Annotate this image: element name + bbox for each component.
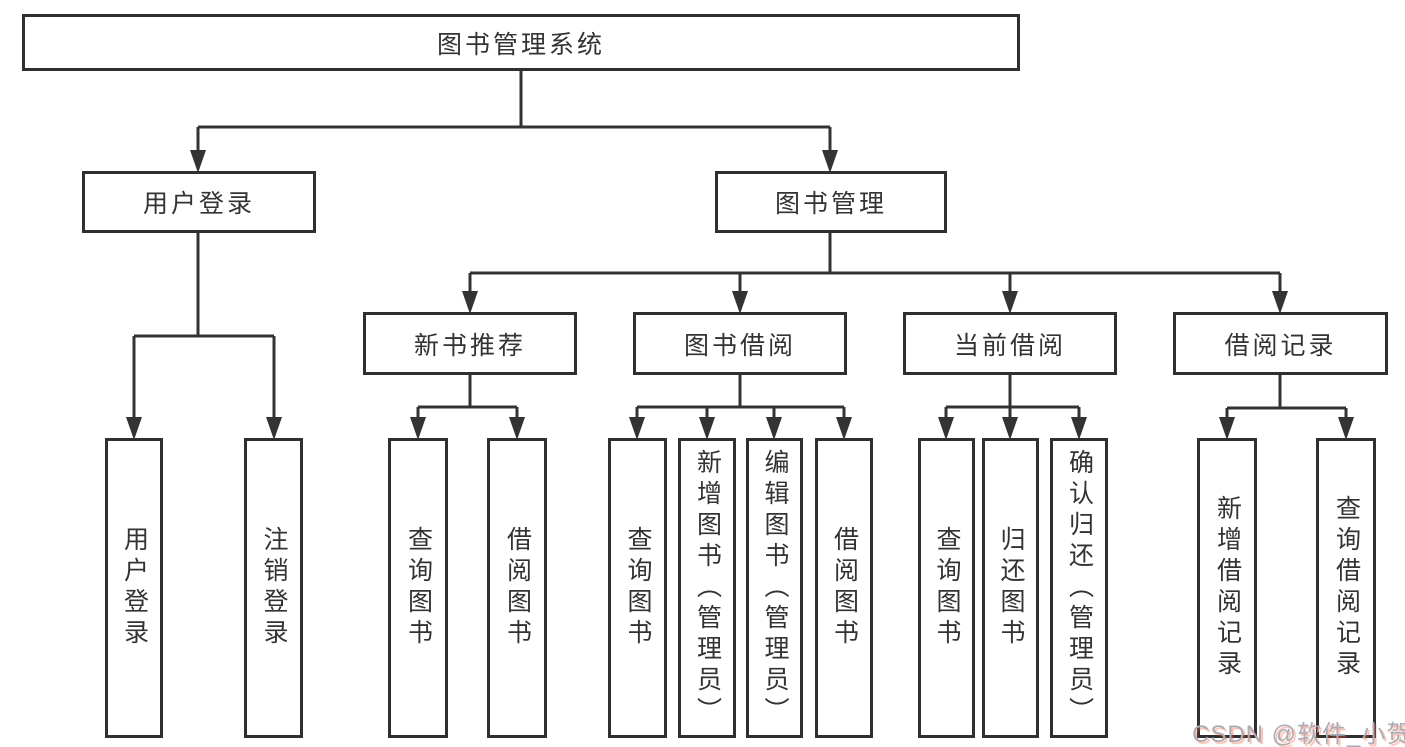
leaf-add-borrow-record-label: 新增借阅记录 <box>1213 495 1242 681</box>
arrowhead <box>1272 291 1288 314</box>
node-current-borrowing: 当前借阅 <box>903 312 1117 375</box>
arrowhead <box>410 417 426 440</box>
leaf-user-login: 用户登录 <box>105 438 163 738</box>
leaf-edit-books-admin: 编辑图书（管理员） <box>746 438 803 738</box>
leaf-query-books-borrowing-label: 查询图书 <box>624 526 652 650</box>
node-book-borrowing-label: 图书借阅 <box>683 331 796 360</box>
arrowhead <box>699 417 715 440</box>
node-user-login: 用户登录 <box>82 171 316 233</box>
leaf-query-books-current: 查询图书 <box>918 438 975 738</box>
leaf-query-borrow-record: 查询借阅记录 <box>1316 438 1376 738</box>
node-borrowing-records-label: 借阅记录 <box>1224 331 1337 360</box>
leaf-query-books-borrowing: 查询图书 <box>608 438 667 738</box>
arrowhead <box>462 291 478 314</box>
node-current-borrowing-label: 当前借阅 <box>953 331 1066 360</box>
arrowhead <box>732 291 748 314</box>
leaf-logout: 注销登录 <box>244 438 303 738</box>
leaf-return-books: 归还图书 <box>982 438 1039 738</box>
leaf-query-books-recommend: 查询图书 <box>388 438 448 738</box>
arrowhead <box>1338 417 1354 440</box>
leaf-borrow-books-recommend: 借阅图书 <box>487 438 547 738</box>
node-book-management: 图书管理 <box>715 171 947 233</box>
arrowhead <box>822 150 838 173</box>
leaf-borrow-books: 借阅图书 <box>815 438 873 738</box>
arrowhead <box>1002 291 1018 314</box>
node-library-system: 图书管理系统 <box>22 14 1020 71</box>
csdn-watermark: CSDN @软件_小贺同学 <box>1192 721 1405 747</box>
leaf-query-books-recommend-label: 查询图书 <box>404 526 433 650</box>
leaf-query-borrow-record-label: 查询借阅记录 <box>1332 495 1361 681</box>
leaf-add-borrow-record: 新增借阅记录 <box>1197 438 1257 738</box>
leaf-edit-books-admin-label: 编辑图书（管理员） <box>761 448 789 728</box>
arrowhead <box>266 417 282 440</box>
leaf-confirm-return-admin: 确认归还（管理员） <box>1050 438 1108 738</box>
node-borrowing-records: 借阅记录 <box>1173 312 1388 375</box>
node-book-borrowing: 图书借阅 <box>633 312 847 375</box>
arrowhead <box>1071 417 1087 440</box>
arrowhead <box>836 417 852 440</box>
leaf-user-login-label: 用户登录 <box>120 526 149 650</box>
arrowhead <box>1002 417 1018 440</box>
leaf-borrow-books-recommend-label: 借阅图书 <box>503 526 532 650</box>
arrowhead <box>938 417 954 440</box>
arrowhead <box>629 417 645 440</box>
arrowhead <box>1219 417 1235 440</box>
node-new-book-recommendation-label: 新书推荐 <box>413 331 526 360</box>
leaf-confirm-return-admin-label: 确认归还（管理员） <box>1065 448 1094 728</box>
node-new-book-recommendation: 新书推荐 <box>363 312 577 375</box>
node-book-management-label: 图书管理 <box>774 190 887 218</box>
arrowhead <box>126 417 142 440</box>
arrowhead <box>766 417 782 440</box>
node-user-login-label: 用户登录 <box>142 190 255 218</box>
arrowhead <box>509 417 525 440</box>
leaf-return-books-label: 归还图书 <box>997 526 1025 650</box>
leaf-borrow-books-label: 借阅图书 <box>830 526 859 650</box>
leaf-add-books-admin-label: 新增图书（管理员） <box>693 448 722 728</box>
node-library-system-label: 图书管理系统 <box>436 30 605 59</box>
leaf-query-books-current-label: 查询图书 <box>933 526 961 650</box>
leaf-add-books-admin: 新增图书（管理员） <box>678 438 736 738</box>
leaf-logout-label: 注销登录 <box>260 526 288 650</box>
arrowhead <box>190 150 206 173</box>
